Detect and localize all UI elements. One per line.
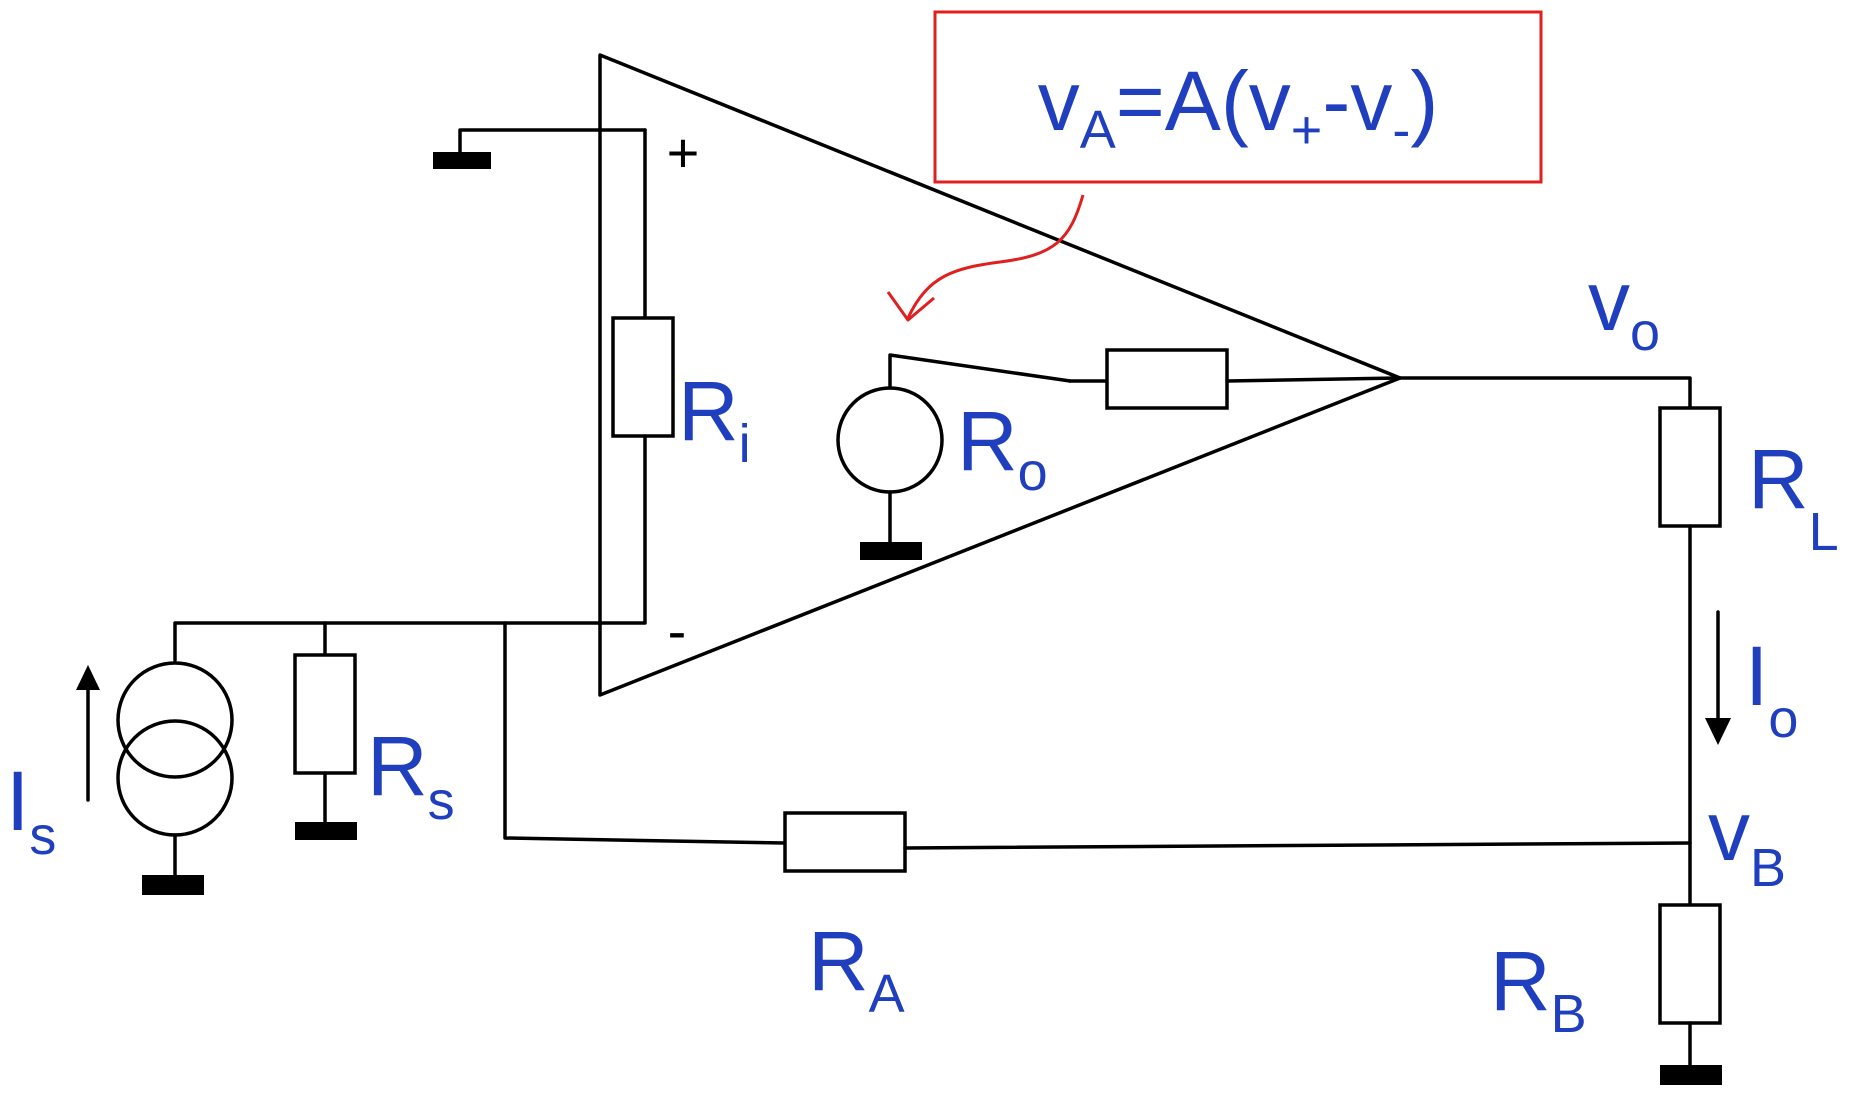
label-rl: RL — [1748, 432, 1839, 562]
label-io: Io — [1745, 629, 1798, 749]
label-vo: vo — [1588, 254, 1660, 362]
formula-text: vA=A(v+-v-) — [1038, 54, 1439, 160]
ground-plus-input — [433, 128, 647, 169]
label-vb: vB — [1708, 784, 1786, 898]
label-rb: RB — [1490, 934, 1587, 1044]
label-ro: Ro — [957, 394, 1048, 502]
resistor-ro — [1068, 348, 1402, 410]
resistor-ri — [598, 128, 675, 625]
opamp-plus-sign: + — [667, 121, 700, 184]
input-bus — [173, 621, 602, 662]
io-arrow — [1705, 610, 1731, 745]
resistor-rb — [1658, 903, 1722, 1085]
output-wire — [1398, 376, 1692, 410]
label-ri: Ri — [678, 364, 751, 474]
annotation-arrow — [886, 194, 1085, 322]
resistor-ra — [503, 621, 1692, 873]
formula-box — [933, 10, 1543, 184]
is-arrow — [76, 665, 100, 802]
label-ra: RA — [808, 914, 905, 1024]
dependent-source — [836, 353, 1072, 560]
resistor-rs — [293, 621, 357, 840]
label-rs: Rs — [367, 719, 455, 831]
current-source-is — [116, 661, 234, 895]
opamp-minus-sign: - — [668, 599, 687, 662]
resistor-rl — [1658, 406, 1722, 907]
opamp-triangle — [598, 53, 1402, 697]
label-is: Is — [6, 754, 56, 866]
